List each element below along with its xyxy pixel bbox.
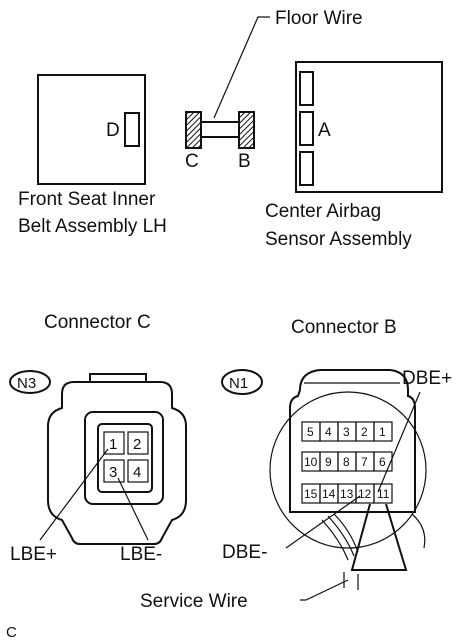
dbe-plus-label: DBE+ <box>402 368 452 389</box>
connector-c-pin-1: 1 <box>109 436 117 453</box>
n3-badge <box>9 370 51 394</box>
connector-c-latch <box>89 373 147 383</box>
connector-c-outer-frame <box>84 411 164 505</box>
connector-a-letter: A <box>318 120 331 141</box>
n1-badge <box>221 369 263 395</box>
connector-c-pin-cell <box>127 431 149 455</box>
connector-b-pin-7: 7 <box>361 455 368 469</box>
connector-c-pin-4: 4 <box>133 464 141 481</box>
connector-b-pin-13: 13 <box>340 487 354 501</box>
floor-wire-label: Floor Wire <box>275 8 363 29</box>
connector-b-pin-2: 2 <box>361 425 368 439</box>
center-airbag-label-line1: Center Airbag <box>265 201 381 222</box>
floor-wire-body <box>200 121 240 138</box>
lbe-minus-label: LBE- <box>120 544 162 565</box>
connector-a-tab-top <box>299 71 314 106</box>
lbe-minus-leader <box>117 477 149 541</box>
service-wire-strand <box>327 515 355 557</box>
service-wire-strand <box>411 513 426 549</box>
center-airbag-box <box>295 61 443 193</box>
dbe-minus-label: DBE- <box>222 542 267 563</box>
connector-b-pin-cell <box>373 483 393 504</box>
connector-c-pin-cell <box>127 459 149 483</box>
front-seat-belt-box <box>37 74 146 185</box>
connector-b-title: Connector B <box>291 317 397 338</box>
service-wire-strand <box>333 513 359 553</box>
connector-c-letter: C <box>185 151 199 172</box>
connector-b-pin-14: 14 <box>322 487 336 501</box>
lbe-plus-label: LBE+ <box>10 544 57 565</box>
dbe-plus-leader <box>377 391 421 493</box>
connector-c-pin-cell <box>103 431 125 455</box>
connector-b-pin-11: 11 <box>377 487 390 501</box>
connector-b-pin-15: 15 <box>304 487 318 501</box>
connector-b-pin-1: 1 <box>379 425 386 439</box>
front-seat-label-line1: Front Seat Inner <box>18 189 156 210</box>
floor-wire-leader <box>213 16 270 119</box>
front-seat-label-line2: Belt Assembly LH <box>18 216 167 237</box>
connector-b-pin-9: 9 <box>325 455 332 469</box>
connector-b-housing <box>289 369 416 513</box>
connector-c-pin-3: 3 <box>109 464 117 481</box>
connector-a-tab-middle <box>299 111 314 146</box>
connector-b-pin-6: 6 <box>379 455 386 469</box>
n1-label: N1 <box>229 375 248 392</box>
footer-code: C <box>6 624 17 641</box>
connector-b-pin-12: 12 <box>358 487 372 501</box>
connector-b-pin-8: 8 <box>343 455 350 469</box>
floor-wire-connector-b <box>238 111 255 149</box>
connector-c-title: Connector C <box>44 312 151 333</box>
connector-b-pin-cell <box>373 451 393 472</box>
connector-d-letter: D <box>106 120 120 141</box>
connector-b-magnify-circle <box>269 391 427 549</box>
floor-wire-connector-c <box>185 111 202 149</box>
service-wire-leader <box>300 579 349 601</box>
connector-b-letter: B <box>238 151 251 172</box>
center-airbag-label-line2: Sensor Assembly <box>265 229 412 250</box>
connector-b-pin-cell <box>373 421 393 442</box>
connector-a-tab-bottom <box>299 151 314 186</box>
n3-label: N3 <box>17 375 36 392</box>
service-wire-strand <box>321 519 349 561</box>
connector-c-housing <box>47 381 187 545</box>
connector-b-pin-4: 4 <box>325 425 332 439</box>
connector-c-pin-2: 2 <box>133 436 141 453</box>
service-wire-label: Service Wire <box>140 591 248 612</box>
service-wire-loop <box>350 503 408 571</box>
connector-b-pin-10: 10 <box>304 455 318 469</box>
connector-b-pin-3: 3 <box>343 425 350 439</box>
lbe-plus-leader <box>39 448 109 541</box>
connector-b-pin-grid <box>301 421 393 504</box>
connector-b-pin-5: 5 <box>307 425 314 439</box>
connector-d-tab <box>124 112 140 147</box>
connector-c-pin-cell <box>103 459 125 483</box>
